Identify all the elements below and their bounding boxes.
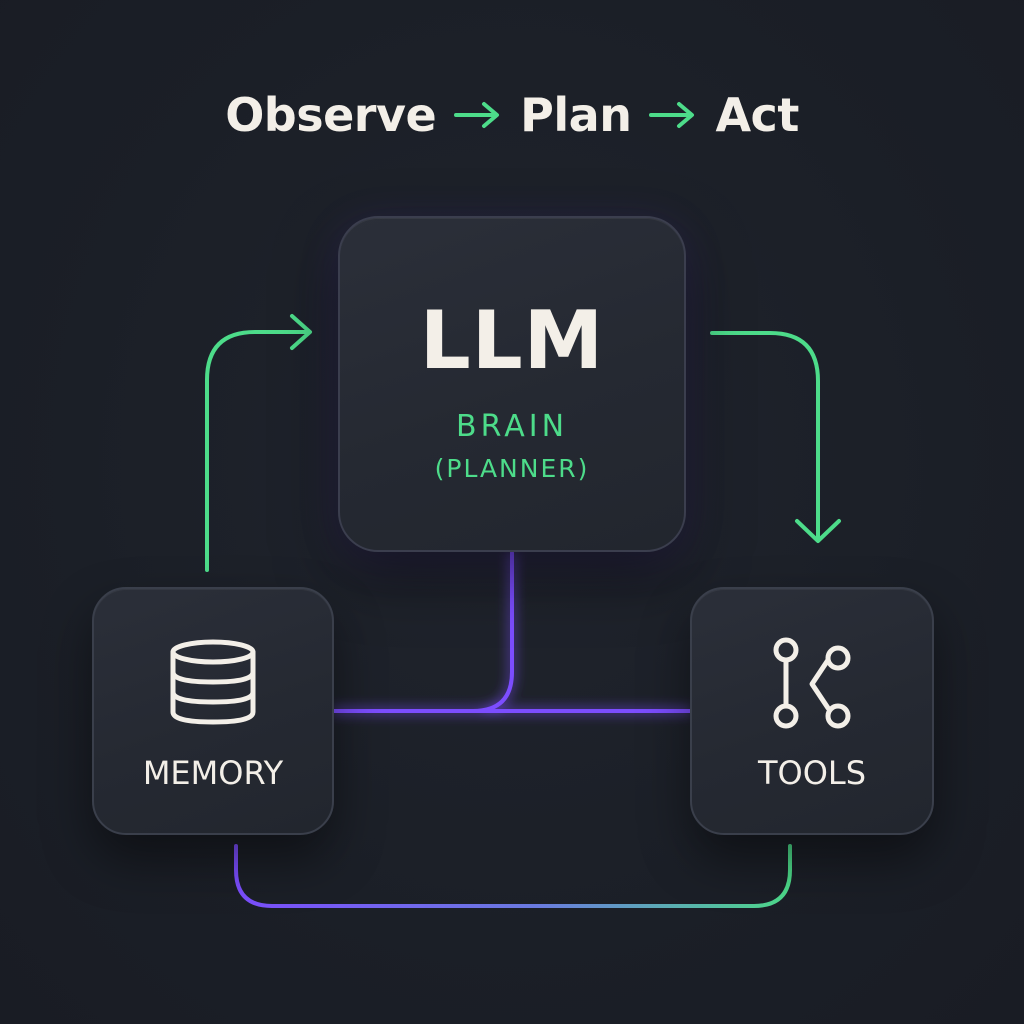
llm-subtitle-brain: BRAIN (455, 408, 569, 444)
llm-bus-line (332, 551, 514, 713)
memory-to-llm-arrowhead (290, 314, 312, 350)
memory-card: MEMORY (92, 587, 334, 835)
tools-card: TOOLS (690, 587, 934, 835)
arrow-right-icon (649, 102, 695, 128)
heading-observe: Observe (225, 88, 437, 142)
tools-label: TOOLS (757, 754, 867, 792)
git-branch-icon (773, 637, 851, 729)
llm-title: LLM (419, 293, 605, 387)
memory-label: MEMORY (142, 754, 284, 792)
llm-card: LLM BRAIN (PLANNER) (338, 216, 686, 552)
flow-heading: Observe Plan Act (0, 88, 1024, 142)
bottom-loop-line (234, 844, 792, 908)
database-icon (170, 639, 256, 725)
llm-to-tools-arrowhead (795, 519, 841, 543)
memory-to-llm-arrow (205, 330, 307, 572)
llm-subtitle-planner: (PLANNER) (434, 453, 590, 483)
heading-plan: Plan (520, 88, 632, 142)
llm-to-tools-arrow (710, 331, 820, 540)
heading-act: Act (715, 88, 799, 142)
arrow-right-icon (454, 102, 500, 128)
